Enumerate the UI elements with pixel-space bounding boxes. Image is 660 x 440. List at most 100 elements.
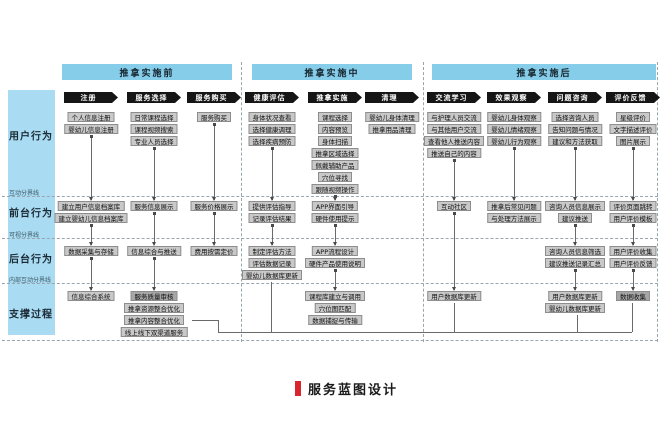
flow-box: 婴幼儿信息注册 [64, 124, 118, 134]
connector-arrowhead [152, 287, 156, 291]
flow-box: 硬件产品使用说明 [305, 258, 365, 268]
connector-arrowhead [631, 287, 635, 291]
flow-box: 身体扫描 [318, 136, 352, 146]
flow-box: 建议和方法获取 [548, 136, 602, 146]
flow-box: 选择疾病预防 [248, 136, 296, 146]
flow-box: 婴幼儿数据库更新 [242, 270, 302, 280]
connector-dot [632, 269, 635, 272]
flow-box: 婴幼儿身体清理 [365, 112, 419, 122]
connector-arrowhead [573, 197, 577, 201]
lane-label: 用户行为 [9, 131, 53, 143]
connector-dot [153, 257, 156, 260]
connector-dot [574, 147, 577, 150]
connector-arrowhead [212, 197, 216, 201]
bus-connector-line [632, 303, 633, 332]
section-divider [657, 62, 658, 342]
flow-box: 与其他用户交流 [427, 124, 481, 134]
flow-box: 服务购买 [197, 112, 231, 122]
connector-dot [90, 135, 93, 138]
flow-box: 线上线下双渠道服务 [120, 327, 188, 337]
flow-box: 咨询人员信息展示 [545, 201, 605, 211]
flow-box: 婴幼儿数据库更新 [545, 303, 605, 313]
flow-box: 数据收集 [616, 291, 650, 301]
flow-box: 服务质量审核 [130, 291, 178, 301]
connector-line [272, 224, 273, 245]
connector-dot [213, 212, 216, 215]
flow-box: 课程库建立与调用 [305, 291, 365, 301]
flow-box: 服务信息展示 [130, 201, 178, 211]
connector-dot [574, 224, 577, 227]
lane-labels-sidebar [8, 90, 55, 335]
connector-arrowhead [573, 242, 577, 246]
lane-label: 支撑过程 [9, 309, 53, 321]
flow-box: 查看他人推送内容 [424, 136, 484, 146]
flow-box: 费用按需定价 [190, 246, 238, 256]
lane-label: 后台行为 [9, 254, 53, 266]
connector-dot [153, 212, 156, 215]
flow-box: 记录评估结果 [248, 213, 296, 223]
connector-dot [213, 123, 216, 126]
connector-arrowhead [333, 242, 337, 246]
flow-box: 图片展示 [616, 136, 650, 146]
connector-dot [453, 212, 456, 215]
connector-arrowhead [452, 287, 456, 291]
stage-arrow: 交流学习 [427, 92, 481, 103]
flow-box: 内容预览 [318, 124, 352, 134]
flow-box: 告知问题与情况 [548, 124, 602, 134]
connector-dot [334, 269, 337, 272]
flow-box: 建议推送记录汇总 [545, 258, 605, 268]
flow-box: 与处理方法展示 [487, 213, 541, 223]
bus-connector-line [218, 332, 632, 333]
stage-arrow: 注册 [64, 92, 118, 103]
title-accent-bar [295, 381, 301, 396]
connector-dot [632, 147, 635, 150]
flow-box: 硬件使用提示 [311, 213, 359, 223]
flow-box: 信息综合与推送 [127, 246, 181, 256]
flow-box: 用户数据库更新 [548, 291, 602, 301]
flow-box: 推拿资源整合优化 [124, 303, 184, 313]
boundary-line [2, 283, 658, 284]
connector-line [154, 147, 155, 200]
connector-line [335, 224, 336, 245]
connector-line [272, 147, 273, 200]
connector-arrowhead [573, 287, 577, 291]
flow-box: 佩戴辅助产品 [311, 160, 359, 170]
flow-box: 日常课程选择 [130, 112, 178, 122]
connector-line [575, 269, 576, 290]
flow-box: 用户评价模板 [609, 213, 657, 223]
section-divider [241, 62, 242, 342]
stage-arrow: 服务选择 [127, 92, 181, 103]
flow-box: 与护理人员交流 [427, 112, 481, 122]
boundary-label: 互动分界线 [9, 190, 40, 197]
connector-arrowhead [89, 197, 93, 201]
connector-line [454, 159, 455, 200]
connector-line [154, 212, 155, 245]
connector-arrowhead [333, 197, 337, 201]
flow-box: 评价页面跳转 [609, 201, 657, 211]
flow-box: 个人信息注册 [67, 112, 115, 122]
bus-connector-line [577, 315, 578, 332]
connector-arrowhead [152, 197, 156, 201]
flow-box: 建议推送 [558, 213, 592, 223]
connector-arrowhead [512, 197, 516, 201]
title-text: 服务蓝图设计 [308, 383, 399, 398]
connector-line [154, 257, 155, 290]
connector-arrowhead [270, 197, 274, 201]
boundary-label: 内部互动分界线 [9, 277, 52, 284]
flow-box: 婴幼儿行为观察 [487, 136, 541, 146]
flow-box: 制定评估方法 [248, 246, 296, 256]
flow-box: 穴位图匹配 [314, 303, 356, 313]
flow-box: 专业人员选择 [130, 136, 178, 146]
flow-box: 数据捕捉与传输 [308, 315, 362, 325]
flow-box: 用户评价反馈 [609, 258, 657, 268]
flow-box: 建立婴幼儿信息档案库 [54, 213, 128, 223]
bus-connector-line [454, 303, 455, 332]
flow-box: 数据采集与存储 [64, 246, 118, 256]
bottom-boundary-line [2, 340, 658, 341]
boundary-line [2, 196, 658, 197]
flow-box: 穴位寻找 [318, 172, 352, 182]
connector-dot [90, 257, 93, 260]
connector-line [575, 147, 576, 200]
flow-box: 婴幼儿情绪观察 [487, 124, 541, 134]
